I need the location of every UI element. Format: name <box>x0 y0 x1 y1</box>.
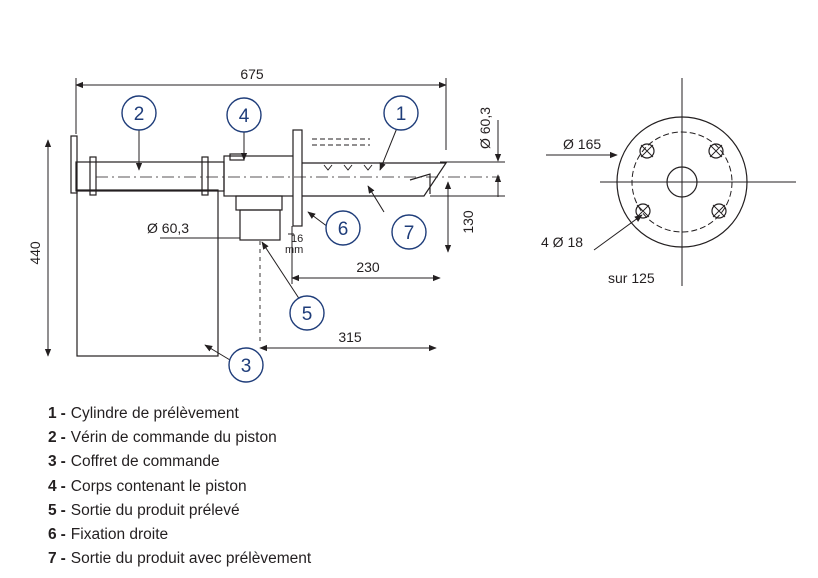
callout-6: 6 <box>338 219 349 240</box>
legend-item: 4-Corps contenant le piston <box>48 477 247 495</box>
callout-circle-1 <box>383 95 419 131</box>
bolt-hole-bottom-left <box>635 203 651 219</box>
flange-outer-diameter: Ø 165 <box>563 136 601 152</box>
technical-drawing: 2 4 1 6 7 5 3 675 440 Ø 60,3 130 Ø 60,3 … <box>27 66 796 383</box>
dim-cylinder-diameter: Ø 60,3 <box>477 107 493 149</box>
dim-outlet-offset: 230 <box>356 259 380 275</box>
flange-bolt-circle: sur 125 <box>608 270 655 286</box>
sampling-cylinder <box>302 162 448 197</box>
dim-outlet-diameter: Ø 60,3 <box>147 220 189 236</box>
side-view <box>70 129 500 357</box>
flange-front-view <box>546 78 796 286</box>
callout-circle-5 <box>289 295 325 331</box>
sample-outlet-lower <box>239 209 281 241</box>
callout-1: 1 <box>396 104 407 125</box>
legend-item: 1-Cylindre de prélèvement <box>48 405 239 422</box>
leader-lines <box>135 127 398 361</box>
callout-circle-7 <box>391 214 427 250</box>
legend-item: 2-Vérin de commande du piston <box>48 429 277 447</box>
piston-body-top <box>229 153 245 161</box>
flange-bolt-holes: 4 Ø 18 <box>541 234 583 250</box>
callout-2: 2 <box>134 104 145 125</box>
legend: 1-Cylindre de prélèvement 2-Vérin de com… <box>48 402 311 571</box>
callout-7: 7 <box>404 223 415 244</box>
dim-box-offset: 315 <box>338 329 362 345</box>
dim-height: 440 <box>27 241 43 265</box>
dim-outlet-drop: 130 <box>460 210 476 234</box>
bolt-hole-top-right <box>708 143 724 159</box>
callouts <box>121 95 427 383</box>
dim-overall-length: 675 <box>240 66 264 82</box>
callout-circle-6 <box>325 210 361 246</box>
callout-circle-3 <box>228 347 264 383</box>
mounting-flange <box>292 129 303 227</box>
actuator-collar-left <box>89 156 97 196</box>
callout-4: 4 <box>239 106 250 127</box>
cylinder-outlet-7 <box>409 173 431 194</box>
sample-outlet-upper <box>235 195 283 211</box>
legend-item: 6-Fixation droite <box>48 525 169 543</box>
control-box-outline <box>76 189 219 357</box>
legend-item: 3-Coffret de commande <box>48 453 220 471</box>
actuator-collar-right <box>201 156 209 196</box>
actuator-end-flange <box>70 135 78 194</box>
dim-gap-unit: mm <box>285 244 303 256</box>
callout-circle-4 <box>226 97 262 133</box>
dim-gap-value: 16 <box>291 233 303 245</box>
piston-body <box>223 155 295 197</box>
bolt-hole-top-left <box>639 143 655 159</box>
callout-3: 3 <box>241 356 252 377</box>
dimension-lines <box>44 78 505 357</box>
legend-item: 5-Sortie du produit prélevé <box>48 501 240 519</box>
callout-circle-2 <box>121 95 157 131</box>
legend-item: 7-Sortie du produit avec prélèvement <box>48 550 312 568</box>
cylinder-teeth <box>323 164 373 171</box>
bolt-hole-bottom-right <box>711 203 727 219</box>
callout-5: 5 <box>302 304 313 325</box>
